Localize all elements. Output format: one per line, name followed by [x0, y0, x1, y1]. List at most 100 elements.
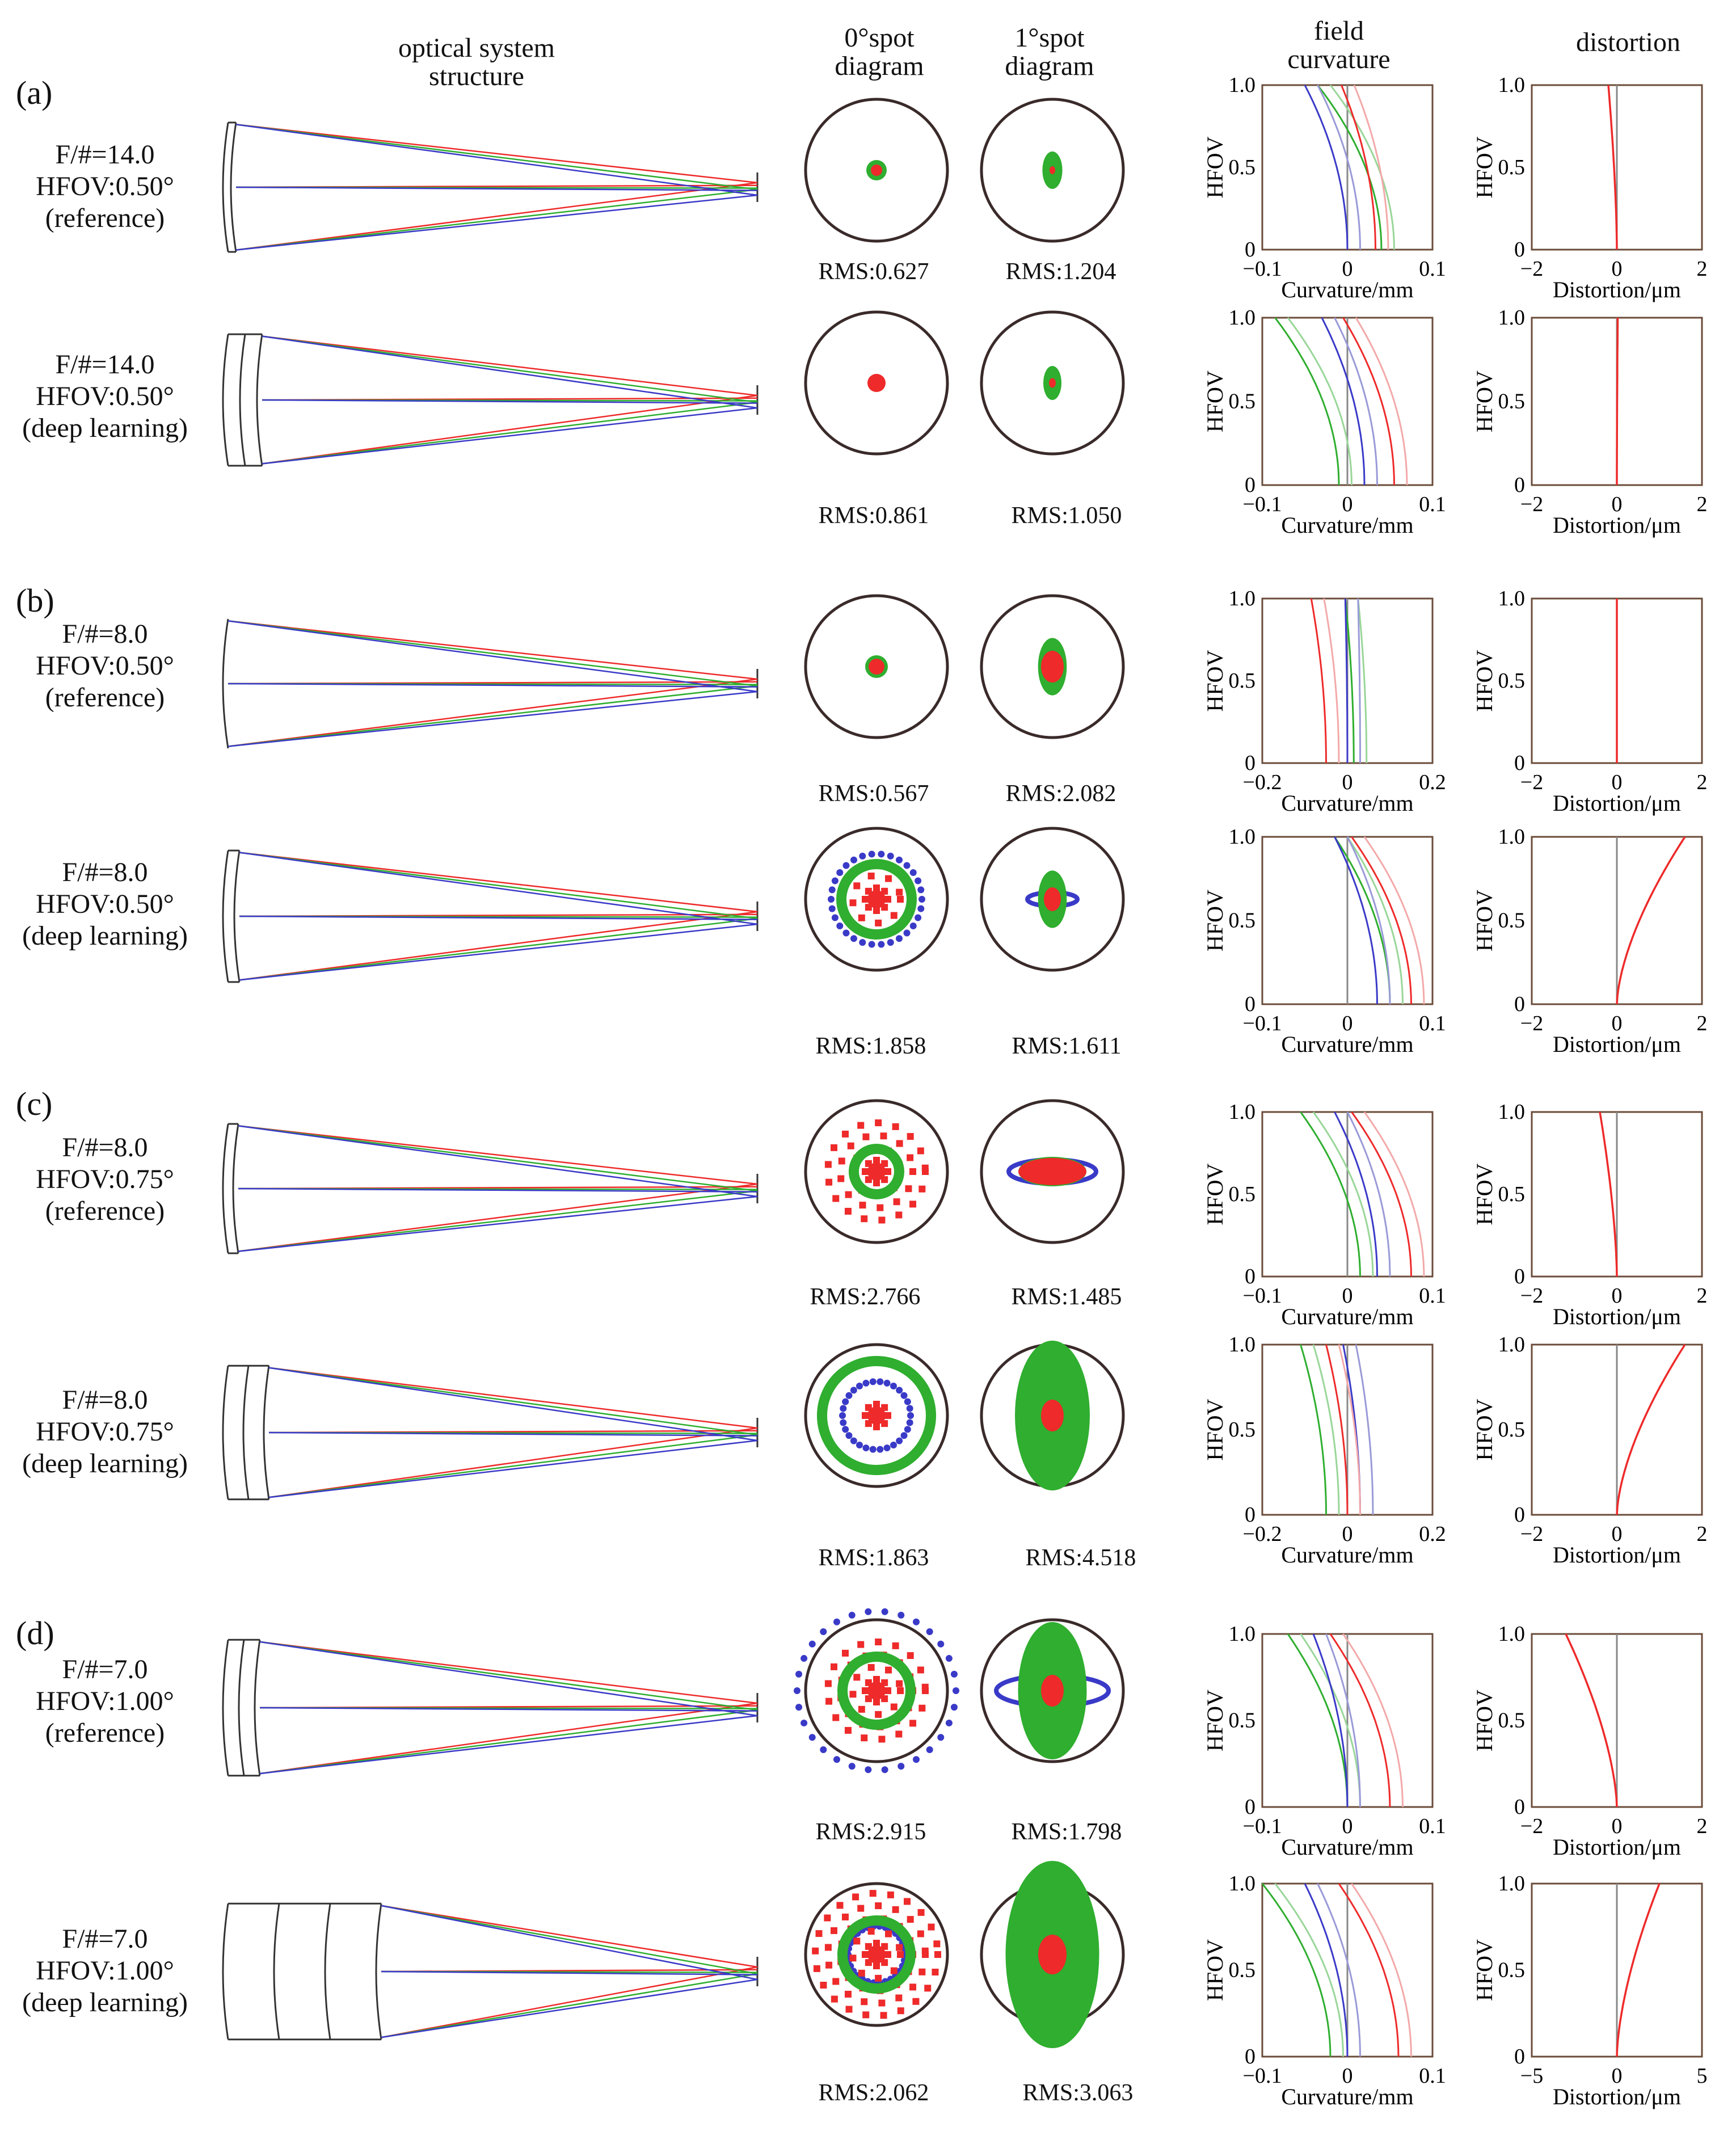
curvature-curve: [1317, 85, 1383, 250]
curvature-curve: [1317, 85, 1361, 250]
spot-ray-blue: [850, 1387, 857, 1394]
lens-diagram: [222, 333, 759, 467]
spot-ray-red: [884, 1168, 891, 1175]
spot-ray-blue: [794, 1687, 800, 1694]
axis-label-x: Distortion/μm: [1553, 1542, 1681, 1568]
ray: [268, 1367, 758, 1436]
tick-label: 1.0: [1229, 1622, 1256, 1646]
rms-label-1deg: RMS:3.063: [1022, 2080, 1134, 2106]
curvature-curve: [1334, 1111, 1378, 1277]
spot-core: [867, 890, 886, 908]
tick-label: 0.5: [1498, 1418, 1526, 1442]
rms-label-1deg: RMS:1.204: [1005, 259, 1116, 285]
spot-ray-red: [918, 1704, 926, 1712]
airy-circle: [804, 1099, 949, 1244]
spot-ray-blue: [845, 1432, 853, 1439]
rms-label-1deg: RMS:2.082: [1005, 781, 1116, 807]
axis-label-x: Distortion/μm: [1553, 277, 1681, 302]
spot-ray-blue: [953, 1687, 959, 1694]
ray: [235, 124, 758, 196]
ray: [268, 1427, 758, 1498]
tick-label: 0.5: [1229, 390, 1256, 414]
ray: [262, 407, 758, 465]
spot-ray-red: [832, 1978, 840, 1985]
spot-diagram-1deg: [980, 98, 1125, 243]
ray: [227, 685, 758, 747]
tick-label: −2: [1520, 1012, 1543, 1035]
section-label-b: (b): [16, 582, 54, 619]
tick-label: 2: [1697, 1284, 1708, 1308]
tick-label: 0.5: [1229, 669, 1256, 693]
spot-ray-green: [837, 1915, 916, 1994]
spot-diagram-1deg: [980, 594, 1125, 739]
curvature-curve: [1342, 1633, 1404, 1808]
curvature-curve: [1342, 1344, 1361, 1515]
spot-ray-red: [885, 1930, 892, 1937]
axis-label-hfov: HFOV: [1202, 136, 1228, 198]
curvature-curve: [1363, 836, 1425, 1005]
axis-label-x: Curvature/mm: [1281, 277, 1413, 302]
spot-ray-red: [873, 1676, 880, 1683]
spot-ray-red: [812, 1947, 819, 1955]
tick-label: 0.5: [1498, 1958, 1526, 1982]
axis-label-hfov: HFOV: [1472, 1163, 1497, 1225]
distortion-curve: [1616, 836, 1686, 1005]
spot-ray-red: [858, 1705, 865, 1713]
spot-diagram-0deg: [804, 310, 949, 456]
tick-label: 0: [1245, 1503, 1255, 1527]
spot-ray-blue: [903, 862, 911, 869]
spot-diagram-1deg: [980, 1618, 1125, 1763]
tick-label: 1.0: [1229, 1333, 1256, 1357]
spot-ray-red: [895, 1211, 903, 1219]
spot-ray-blue: [917, 905, 925, 912]
ray: [259, 1641, 758, 1711]
tick-label: 1.0: [1229, 73, 1256, 97]
spot-ray-red: [873, 884, 880, 891]
spot-ray-red: [873, 1962, 880, 1969]
spot-ray-blue: [937, 1640, 945, 1648]
curvature-curve: [1329, 1633, 1391, 1808]
ray: [262, 335, 758, 397]
spot-ray-blue: [913, 1756, 920, 1763]
spot-ray-red: [861, 1998, 868, 2006]
spot-ray-red: [880, 2012, 887, 2019]
curvature-curve: [1353, 85, 1389, 250]
spot-ray-blue: [915, 914, 922, 921]
spot-ray-blue: [869, 1446, 877, 1453]
ray: [259, 1709, 758, 1775]
spot-ray-red: [832, 1195, 840, 1202]
axis-label-hfov: HFOV: [1472, 370, 1497, 432]
spot-ray-red: [871, 165, 882, 176]
lens-diagram: [222, 1638, 759, 1777]
spot-ray-blue: [945, 1655, 953, 1662]
spot-ray-red: [1050, 166, 1055, 174]
tick-label: 0: [1514, 2045, 1525, 2069]
lens-diagram: [222, 1123, 759, 1254]
spot-ray-red: [934, 1951, 941, 1958]
spot-ray-red: [858, 1969, 865, 1977]
tick-label: 1.0: [1498, 587, 1526, 610]
spot-diagram-0deg: [804, 1343, 949, 1488]
ray: [239, 915, 758, 920]
lens-surface: [375, 1903, 382, 2040]
spot-diagram-0deg: [804, 827, 949, 972]
spot-ray-red: [820, 1982, 827, 1989]
airy-circle: [804, 1343, 949, 1488]
spot-ray-red: [907, 1916, 914, 1923]
spot-ray-blue: [878, 850, 885, 858]
curvature-curve: [1321, 317, 1366, 486]
spot-ray-red: [845, 2006, 853, 2013]
spot-ray-red: [884, 1687, 891, 1694]
tick-label: 0.2: [1419, 770, 1446, 794]
spot-ray-blue: [881, 1766, 888, 1774]
rms-label-0deg: RMS:0.861: [818, 503, 929, 529]
tick-label: 1.0: [1229, 1100, 1256, 1124]
spot-ray-red: [917, 1930, 924, 1937]
rms-label-0deg: RMS:2.915: [815, 1819, 926, 1845]
